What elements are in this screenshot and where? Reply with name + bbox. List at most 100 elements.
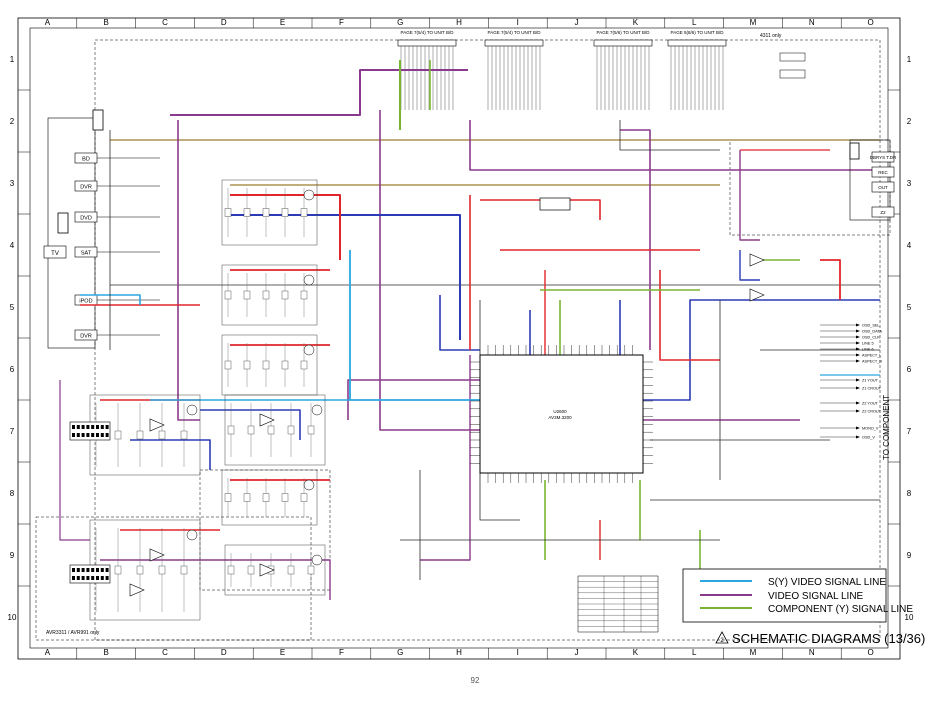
grid-col-K: K xyxy=(633,18,639,27)
main-ic-ref: U2600 xyxy=(553,409,567,414)
grid-col-C: C xyxy=(162,18,168,27)
output-label: ASPECT_L xyxy=(862,353,881,357)
right-jack-label: DBRYS T.DR xyxy=(870,155,897,160)
connector-3 xyxy=(593,39,653,47)
grid-col-D: D xyxy=(221,648,227,657)
main-ic-part: AV3M.3200 xyxy=(548,415,572,420)
diagram-title: SCHEMATIC DIAGRAMS (13/36) xyxy=(732,631,925,646)
right-jack-label: OUT xyxy=(878,185,888,190)
opamp-symbol xyxy=(749,288,765,302)
legend-label: VIDEO SIGNAL LINE xyxy=(768,591,864,602)
stage-box xyxy=(221,264,318,326)
grid-row-1: 1 xyxy=(10,55,15,64)
input-label-dvr: DVR xyxy=(80,334,92,340)
transistor-symbol xyxy=(186,404,198,416)
grid-row-6: 6 xyxy=(907,365,912,374)
input-label-ipod: iPOD xyxy=(79,299,92,305)
grid-col-B: B xyxy=(104,18,109,27)
stage-box xyxy=(221,179,318,246)
legend-label: S(Y) VIDEO SIGNAL LINE xyxy=(768,577,886,588)
right-jack-box xyxy=(871,181,895,193)
right-jack-box xyxy=(871,151,895,163)
grid-col-K: K xyxy=(633,648,639,657)
transistor-symbol xyxy=(303,274,315,286)
right-panel-frame xyxy=(849,139,891,221)
legend-label: COMPONENT (Y) SIGNAL LINE xyxy=(768,604,913,615)
output-label: ASPECT_R xyxy=(862,359,882,363)
grid-row-1: 1 xyxy=(907,55,912,64)
transistor-symbol xyxy=(303,479,315,491)
connector-4 xyxy=(667,39,727,47)
parts-table xyxy=(577,575,659,633)
output-label: Z2 CROUT xyxy=(862,409,882,413)
grid-col-H: H xyxy=(456,18,462,27)
grid-row-6: 6 xyxy=(10,365,15,374)
right-jack-box xyxy=(871,166,895,178)
tv-panel-label: TV xyxy=(51,251,59,257)
to-component-label: TO COMPONENT xyxy=(882,395,891,460)
input-label-sat: SAT xyxy=(81,251,92,257)
top-right-note: 4311 only xyxy=(760,33,782,39)
grid-col-N: N xyxy=(809,648,815,657)
grid-col-I: I xyxy=(517,18,519,27)
grid-col-C: C xyxy=(162,648,168,657)
output-label: LINE 5 xyxy=(862,341,874,345)
connector-page-tag: PAGE 7(5/4) TO UNIT B/D xyxy=(488,30,542,35)
grid-row-8: 8 xyxy=(907,489,912,498)
grid-row-2: 2 xyxy=(10,117,15,126)
opamp-symbol xyxy=(149,418,165,432)
warning-triangle-icon xyxy=(715,631,729,644)
opamp-symbol xyxy=(749,253,765,267)
connector-2 xyxy=(484,39,544,47)
transistor-symbol xyxy=(186,529,198,541)
opamp-symbol xyxy=(129,583,145,597)
grid-row-4: 4 xyxy=(907,241,912,250)
warning-mark: 2 xyxy=(720,638,724,644)
page-number: 92 xyxy=(470,676,480,685)
output-label: OSD_DATA xyxy=(862,329,882,333)
stage-box xyxy=(221,469,318,526)
stage-box xyxy=(224,544,326,596)
grid-col-M: M xyxy=(750,648,757,657)
transistor-symbol xyxy=(303,344,315,356)
output-label: Z1 CROUT xyxy=(862,386,882,390)
grid-row-7: 7 xyxy=(907,427,912,436)
grid-col-L: L xyxy=(692,648,697,657)
grid-col-A: A xyxy=(45,648,51,657)
input-label-dvd: DVD xyxy=(80,216,92,222)
grid-col-I: I xyxy=(517,648,519,657)
grid-col-E: E xyxy=(280,648,285,657)
legend: S(Y) VIDEO SIGNAL LINE VIDEO SIGNAL LINE C… xyxy=(682,568,913,623)
signal-wires xyxy=(59,60,880,600)
grid-row-9: 9 xyxy=(10,551,15,560)
output-label: Z1 YOUT xyxy=(862,378,879,382)
grid-col-O: O xyxy=(867,18,873,27)
connector-page-tag: PAGE 7(5/6) TO UNIT B/D xyxy=(597,30,651,35)
outer-frame xyxy=(17,17,901,660)
grid-row-5: 5 xyxy=(907,303,912,312)
transistor-symbol xyxy=(303,189,315,201)
input-label-dvr: DVR xyxy=(80,185,92,191)
transistor-symbol xyxy=(311,554,323,566)
grid-col-J: J xyxy=(575,18,579,27)
output-label: MONO_V xyxy=(862,426,879,430)
right-jack-label: Z2 xyxy=(880,210,886,215)
input-label-bd: BD xyxy=(82,157,90,163)
grid-col-F: F xyxy=(339,648,344,657)
grid-col-G: G xyxy=(397,648,403,657)
main-ic: U2600 AV3M.3200 xyxy=(470,345,653,483)
output-label: OSD_SEL xyxy=(862,323,880,327)
grid-row-7: 7 xyxy=(10,427,15,436)
output-label: LINE 6 xyxy=(862,347,874,351)
grid-col-H: H xyxy=(456,648,462,657)
pin-header xyxy=(69,421,111,441)
input-jack-block xyxy=(47,109,104,349)
grid-row-10: 10 xyxy=(8,613,17,622)
